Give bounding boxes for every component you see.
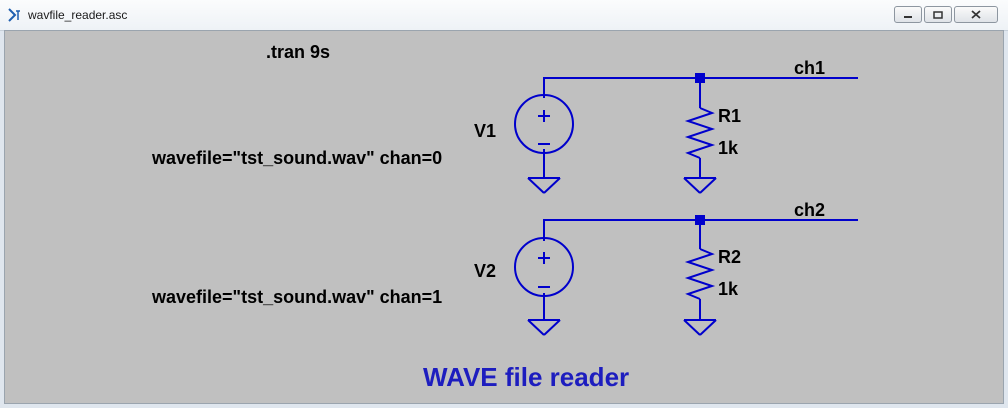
label-v1[interactable]: V1 (474, 121, 497, 141)
ground-v2 (527, 319, 561, 336)
ltspice-app-icon (8, 8, 20, 22)
value-r2[interactable]: 1k (718, 279, 739, 299)
ground-v1 (527, 177, 561, 194)
ground-r2 (683, 319, 717, 336)
label-r2[interactable]: R2 (718, 247, 742, 267)
window-title: wavfile_reader.asc (28, 8, 128, 22)
minimize-icon (904, 15, 912, 18)
attr-v2[interactable]: wavefile="tst_sound.wav" chan=1 (152, 287, 443, 307)
title-bar: wavfile_reader.asc (0, 0, 1008, 31)
resistor-r2 (684, 248, 716, 300)
voltage-source-v1 (514, 94, 574, 154)
close-icon (971, 10, 981, 19)
net-label-ch1[interactable]: ch1 (794, 58, 826, 78)
junction-dot (695, 73, 705, 83)
label-r1[interactable]: R1 (718, 106, 742, 126)
window-controls (894, 6, 998, 23)
wire-ch1 (543, 77, 858, 178)
net-label-ch2[interactable]: ch2 (794, 200, 826, 220)
close-button[interactable] (954, 6, 998, 23)
spice-directive[interactable]: .tran 9s (266, 42, 331, 62)
ground-r1 (683, 177, 717, 194)
schematic-drawing (514, 73, 858, 336)
wire-ch2 (543, 219, 858, 320)
maximize-button[interactable] (924, 6, 952, 23)
junction-dot (695, 215, 705, 225)
schematic-title[interactable]: WAVE file reader (423, 362, 630, 392)
attr-v1[interactable]: wavefile="tst_sound.wav" chan=0 (152, 148, 443, 168)
resistor-r1 (684, 107, 716, 159)
schematic-canvas[interactable]: .tran 9s V1 wavefile="tst_sound.wav" cha… (4, 30, 1004, 404)
value-r1[interactable]: 1k (718, 138, 739, 158)
label-v2[interactable]: V2 (474, 261, 497, 281)
voltage-source-v2 (514, 237, 574, 297)
minimize-button[interactable] (894, 6, 922, 23)
maximize-icon (933, 10, 943, 19)
